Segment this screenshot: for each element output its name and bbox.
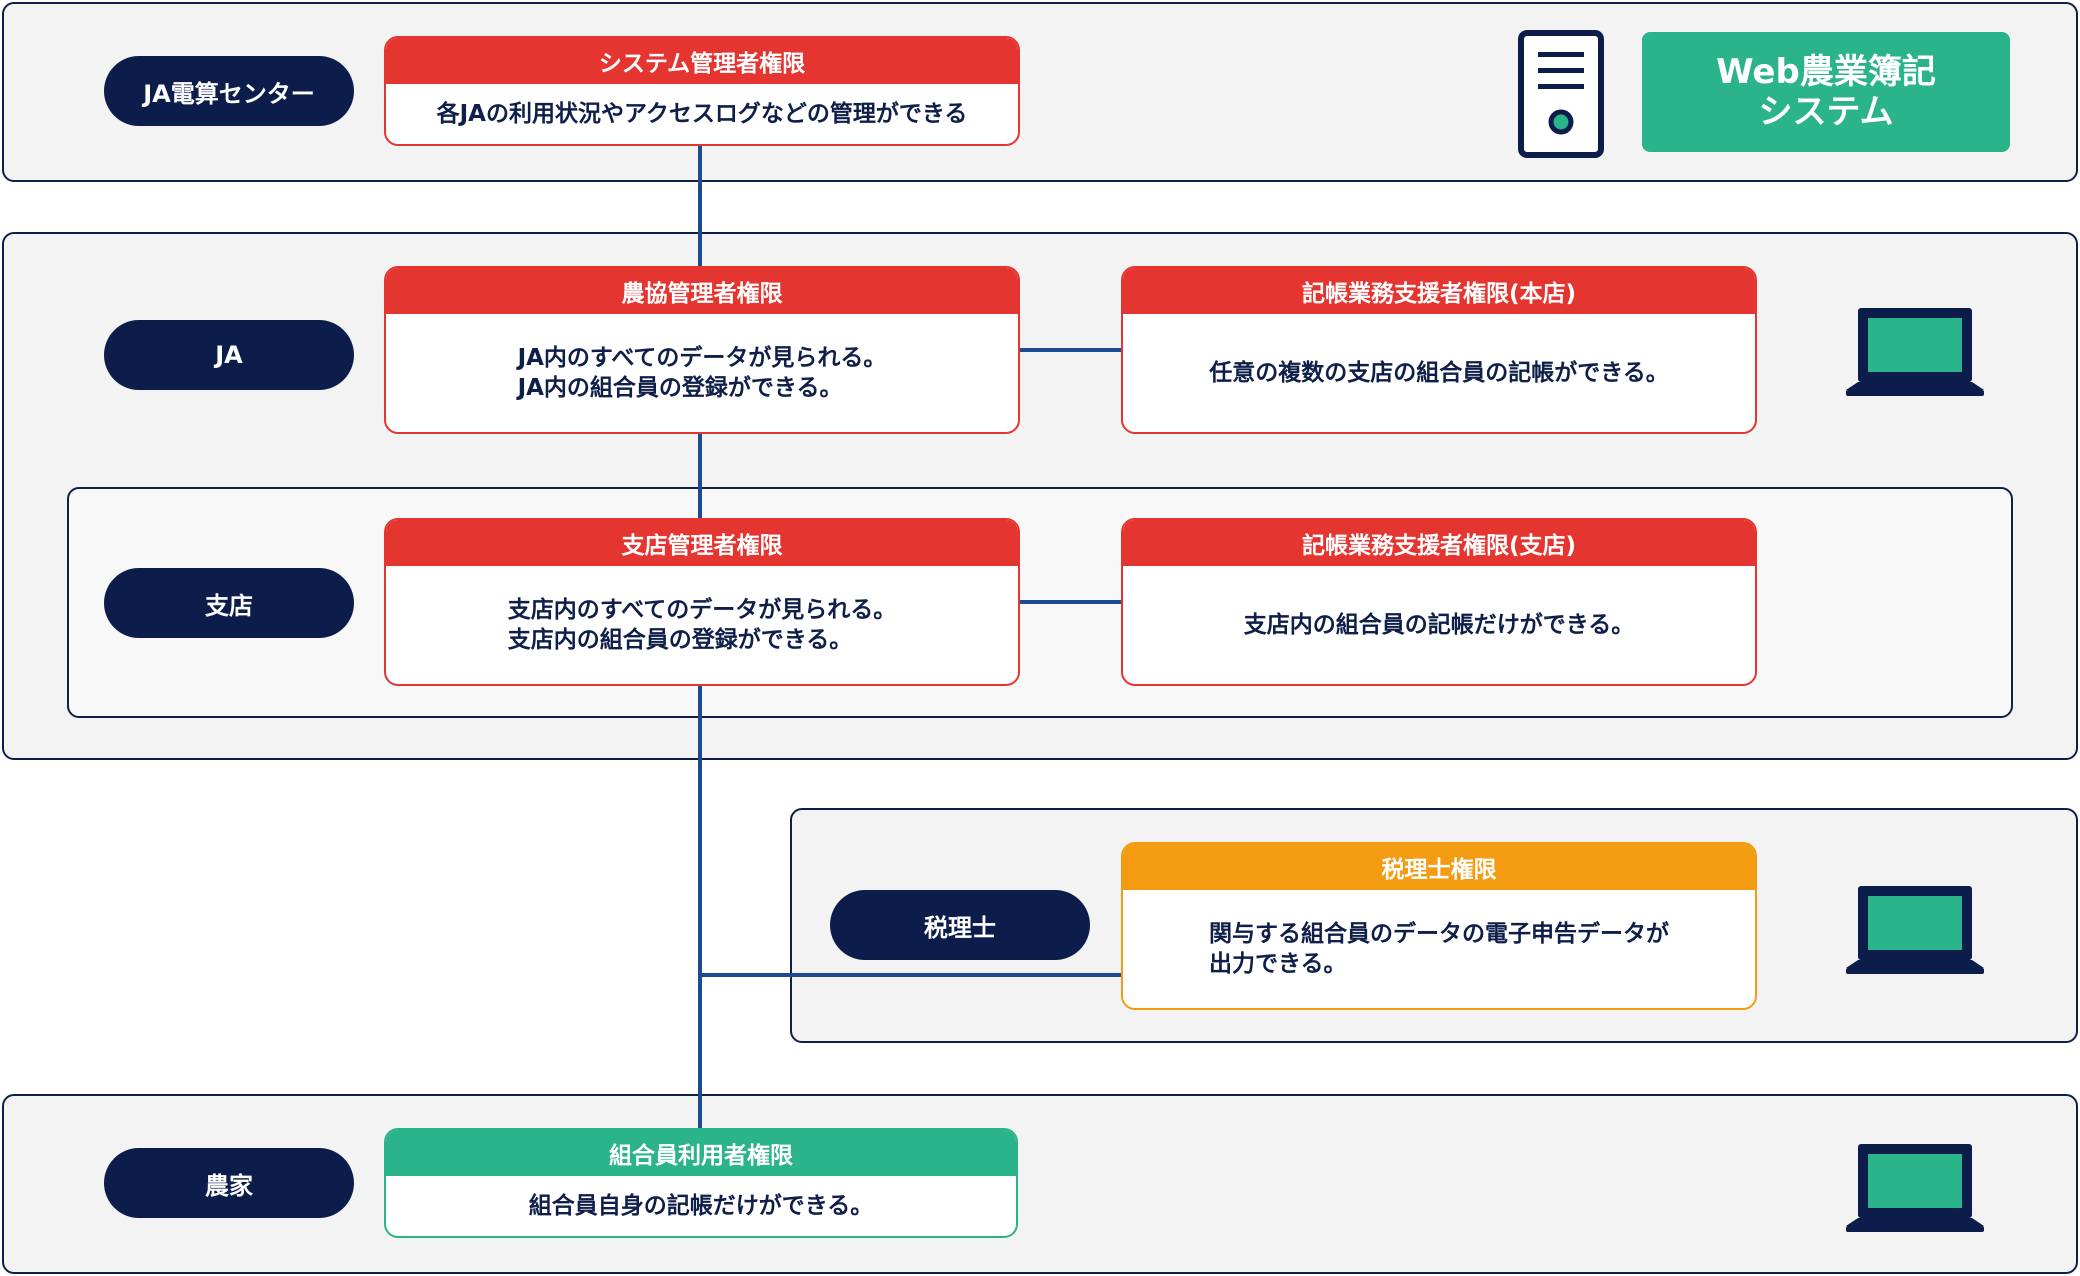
card-text: 任意の複数の支店の組合員の記帳ができる。: [1209, 360, 1669, 386]
role-branch: 支店: [104, 568, 354, 638]
laptop-icon: [1842, 1140, 1988, 1236]
card-text-line-2: JA内の組合員の登録ができる。: [517, 375, 843, 401]
laptop-icon: [1842, 882, 1988, 978]
system-badge: Web農業簿記 システム: [1642, 32, 2010, 152]
ja-horizontal-connector: [1019, 348, 1123, 352]
role-center: JA電算センター: [104, 56, 354, 126]
role-ja: JA: [104, 320, 354, 390]
role-farmer: 農家: [104, 1148, 354, 1218]
card-ja-support: 記帳業務支援者権限(本店) 任意の複数の支店の組合員の記帳ができる。: [1121, 266, 1757, 434]
card-text-line-2: 支店内の組合員の登録ができる。: [507, 627, 853, 653]
card-member: 組合員利用者権限 組合員自身の記帳だけができる。: [384, 1128, 1018, 1238]
card-text: 支店内の組合員の記帳だけができる。: [1243, 612, 1635, 638]
system-badge-line-2: システム: [1758, 92, 1894, 132]
card-text: 組合員自身の記帳だけができる。: [528, 1193, 874, 1219]
system-badge-line-1: Web農業簿記: [1716, 52, 1936, 92]
card-title: 記帳業務支援者権限(支店): [1123, 520, 1755, 566]
card-text-line-1: 支店内のすべてのデータが見られる。: [507, 597, 897, 623]
server-icon: [1518, 30, 1604, 158]
card-title: 支店管理者権限: [386, 520, 1018, 566]
card-text-line-1: 関与する組合員のデータの電子申告データが: [1209, 921, 1669, 947]
role-tax: 税理士: [830, 890, 1090, 960]
card-text: 各JAの利用状況やアクセスログなどの管理ができる: [436, 101, 968, 127]
card-title: 税理士権限: [1123, 844, 1755, 890]
tax-horizontal-connector: [700, 973, 1123, 977]
card-title: 組合員利用者権限: [386, 1130, 1016, 1176]
card-text-line-2: 出力できる。: [1209, 951, 1347, 977]
card-title: 農協管理者権限: [386, 268, 1018, 314]
laptop-icon: [1842, 304, 1988, 400]
card-system-admin: システム管理者権限 各JAの利用状況やアクセスログなどの管理ができる: [384, 36, 1020, 146]
card-text-line-1: JA内のすべてのデータが見られる。: [517, 345, 887, 371]
card-branch-support: 記帳業務支援者権限(支店) 支店内の組合員の記帳だけができる。: [1121, 518, 1757, 686]
card-tax: 税理士権限 関与する組合員のデータの電子申告データが 出力できる。: [1121, 842, 1757, 1010]
card-ja-admin: 農協管理者権限 JA内のすべてのデータが見られる。 JA内の組合員の登録ができる…: [384, 266, 1020, 434]
card-title: 記帳業務支援者権限(本店): [1123, 268, 1755, 314]
branch-horizontal-connector: [1019, 600, 1123, 604]
card-title: システム管理者権限: [386, 38, 1018, 84]
card-branch-admin: 支店管理者権限 支店内のすべてのデータが見られる。 支店内の組合員の登録ができる…: [384, 518, 1020, 686]
